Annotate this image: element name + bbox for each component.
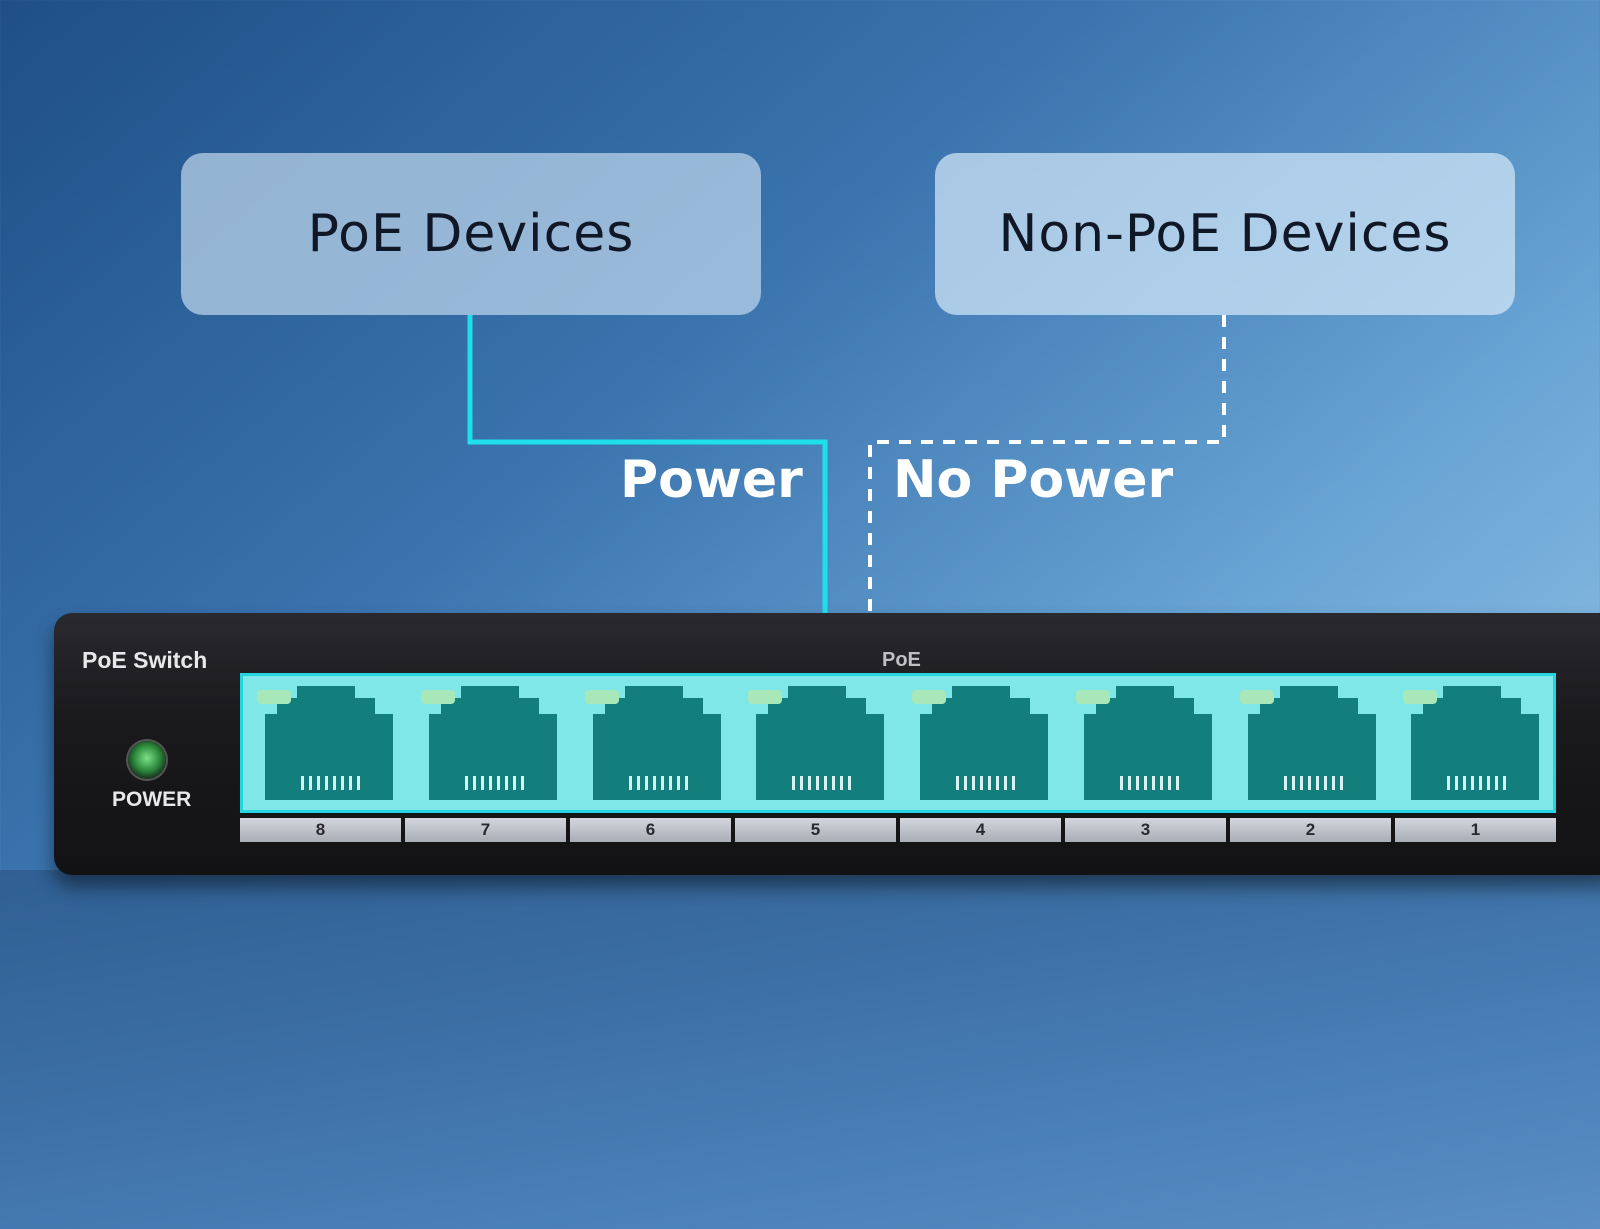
port-led-icon [584,690,619,704]
power-indicator-label: POWER [112,788,192,811]
poe-devices-box: PoE Devices [181,153,761,315]
no-power-label: No Power [893,450,1174,510]
port-number-label: 7 [405,818,566,842]
ethernet-port-7 [407,676,571,810]
ethernet-port-8 [243,676,407,810]
non-poe-devices-box: Non-PoE Devices [935,153,1515,315]
rj45-socket-icon [1083,686,1212,800]
port-number-label: 5 [735,818,896,842]
power-led-icon [128,741,166,779]
rj45-socket-icon [1411,686,1540,800]
port-number-label: 6 [570,818,731,842]
poe-devices-label: PoE Devices [307,204,635,264]
no-power-connection-line [868,315,1226,675]
rj45-socket-icon [428,686,557,800]
poe-tag-label: PoE [882,649,921,671]
rj45-socket-icon [920,686,1048,800]
port-number-label: 3 [1065,818,1226,842]
ethernet-port-4 [898,676,1062,810]
port-led-icon [257,690,291,704]
rj45-socket-icon [756,686,885,800]
background-lower-shade [0,870,1600,1229]
port-number-label: 1 [1395,818,1556,842]
port-led-icon [420,690,455,704]
port-panel [240,673,1556,813]
switch-name-label: PoE Switch [82,647,208,673]
ethernet-port-3 [1062,676,1226,810]
rj45-socket-icon [1247,686,1376,800]
ethernet-port-2 [1226,676,1390,810]
rj45-socket-icon [265,686,393,800]
ethernet-port-6 [571,676,735,810]
non-poe-devices-label: Non-PoE Devices [998,204,1452,264]
rj45-socket-icon [592,686,721,800]
port-number-label: 2 [1230,818,1391,842]
port-led-icon [912,690,946,704]
power-connection-line [467,315,828,675]
port-number-label: 4 [900,818,1061,842]
ethernet-port-1 [1389,676,1553,810]
port-number-label: 8 [240,818,401,842]
port-led-icon [1239,690,1274,704]
port-led-icon [1075,690,1110,704]
ethernet-port-5 [734,676,898,810]
power-label: Power [620,450,803,510]
port-led-icon [1403,690,1438,704]
port-led-icon [748,690,783,704]
